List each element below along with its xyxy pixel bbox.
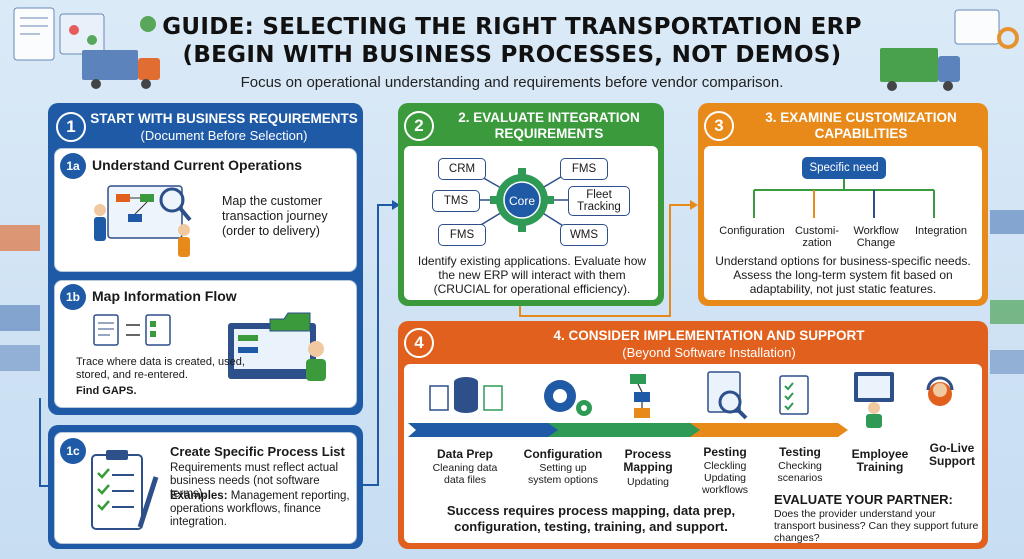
customization-tree xyxy=(753,178,935,218)
node-fms-top: FMS xyxy=(560,158,608,180)
section1b-number: 1b xyxy=(60,284,86,310)
operations-map-illustration xyxy=(94,185,192,257)
step-employee-training-title: Employee Training xyxy=(851,447,909,474)
partner-title: EVALUATE YOUR PARTNER: xyxy=(774,492,953,507)
node-wms: WMS xyxy=(560,224,608,246)
checklist-icon xyxy=(91,450,159,530)
section4-summary: Success requires process mapping, data p… xyxy=(446,503,736,534)
section3-text: Understand options for business-specific… xyxy=(715,254,971,296)
section1-subtitle: (Document Before Selection) xyxy=(140,128,308,143)
section3-title-line1: 3. EXAMINE CUSTOMIZATION xyxy=(765,110,957,125)
node-fleet-tracking: Fleet Tracking xyxy=(568,186,630,216)
section1c-number: 1c xyxy=(60,438,86,464)
section1b-emphasis: Find GAPS. xyxy=(76,385,137,397)
information-flow-illustration xyxy=(93,312,326,381)
step-testing-sub: Checking scenarios xyxy=(777,460,823,484)
node-crm: CRM xyxy=(438,158,486,180)
node-fms-bottom: FMS xyxy=(438,224,486,246)
section3-number: 3 xyxy=(704,111,734,141)
node-tms: TMS xyxy=(432,190,480,212)
section1a-number: 1a xyxy=(60,153,86,179)
section2-title-line1: 2. EVALUATE INTEGRATION xyxy=(458,110,640,125)
section1a-title: Understand Current Operations xyxy=(92,157,303,173)
page-subtitle: Focus on operational understanding and r… xyxy=(240,74,784,91)
specific-need-node: Specific need xyxy=(802,157,886,179)
step-data-prep-sub: Cleaning data data files xyxy=(432,462,498,486)
section2-title-line2: REQUIREMENTS xyxy=(494,126,604,141)
implementation-pipeline xyxy=(408,371,954,437)
option-workflow-change: Workflow Change xyxy=(853,225,899,249)
hub-core-label: Core xyxy=(508,194,535,208)
step-configuration-sub: Setting up system options xyxy=(527,462,599,486)
section2-number: 2 xyxy=(404,111,434,141)
section4-number: 4 xyxy=(404,328,434,358)
section1a-card xyxy=(54,148,357,272)
section1a-text: Map the customer transaction journey (or… xyxy=(222,194,328,238)
section1c-text: Requirements must reflect actual busines… xyxy=(170,462,339,500)
option-configuration: Configuration xyxy=(719,225,785,237)
section2-text: Identify existing applications. Evaluate… xyxy=(417,254,647,296)
section1c-title: Create Specific Process List xyxy=(170,444,345,459)
step-configuration-title: Configuration xyxy=(523,447,603,461)
examples-label: Examples: xyxy=(170,490,228,502)
section1b-text: Trace where data is created, used, store… xyxy=(76,356,245,381)
page-title-line1: GUIDE: SELECTING THE RIGHT TRANSPORTATIO… xyxy=(162,14,862,40)
page-title-line2: (BEGIN WITH BUSINESS PROCESSES, NOT DEMO… xyxy=(182,42,842,68)
section3-title-line2: CAPABILITIES xyxy=(814,126,908,141)
step-data-prep-title: Data Prep xyxy=(436,447,494,461)
section1b-title: Map Information Flow xyxy=(92,288,237,304)
step-pesting-title: Pesting xyxy=(703,445,747,459)
section1c-examples: Examples: Management reporting, operatio… xyxy=(170,490,355,529)
step-go-live-support-title: Go-Live Support xyxy=(929,441,975,468)
option-customization: Customi-zation xyxy=(794,225,839,249)
section4-subtitle: (Beyond Software Installation) xyxy=(622,345,796,360)
step-process-mapping-sub: Updating xyxy=(626,476,670,488)
option-integration: Integration xyxy=(915,225,967,237)
examples-text: Management reporting, operations workflo… xyxy=(170,490,350,528)
section1-title: START WITH BUSINESS REQUIREMENTS xyxy=(90,111,358,126)
step-process-mapping-title: Process Mapping xyxy=(623,447,673,474)
step-testing-title: Testing xyxy=(779,445,821,459)
step-pesting-sub: Cleckling Updating workflows xyxy=(701,460,749,496)
section1-number: 1 xyxy=(56,112,86,142)
partner-text: Does the provider understand your transp… xyxy=(774,508,979,544)
section4-title: 4. CONSIDER IMPLEMENTATION AND SUPPORT xyxy=(553,328,865,343)
